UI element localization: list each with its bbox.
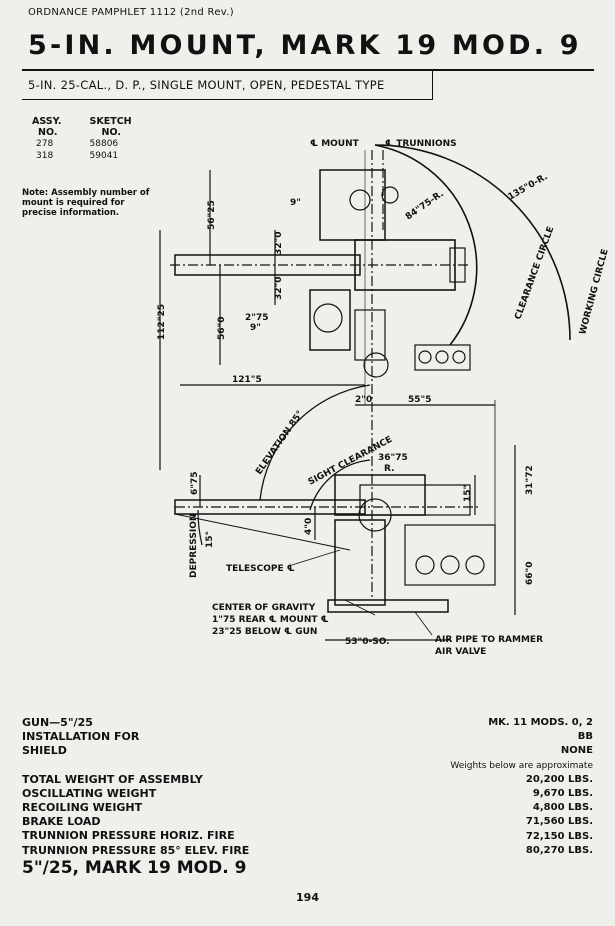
specs-labels: GUN—5"/25 INSTALLATION FOR SHIELD TOTAL …	[22, 716, 249, 858]
cg-label-1: CENTER OF GRAVITY	[212, 603, 316, 613]
cg-label-2: 1"75 REAR ℄ MOUNT ℄	[212, 615, 329, 625]
trunnion-lower	[358, 498, 392, 532]
assembly-note: Note: Assembly number of mount is requir…	[22, 188, 150, 218]
r-8475-label: 84"75-R.	[404, 189, 446, 222]
shield-label: SHIELD	[22, 744, 67, 758]
lower-bracket	[309, 289, 351, 351]
elevation-arc	[259, 384, 371, 501]
shield-value: NONE	[560, 745, 593, 757]
clearance-circle-label: CLEARANCE CIRCLE	[513, 225, 556, 321]
table-row: 318 59041	[32, 150, 132, 162]
dim-675-label: 6"75	[190, 472, 200, 495]
weights-note: Weights below are approximate	[450, 760, 593, 771]
depression-label: DEPRESSION	[189, 514, 199, 578]
mount-designation: 5"/25, MARK 19 MOD. 9	[22, 858, 247, 878]
dim-555-label: 55"5	[408, 395, 431, 405]
gun-value: MK. 11 MODS. 0, 2	[488, 717, 593, 728]
page-number: 194	[296, 891, 319, 904]
recoiling-weight-value: 4,800 LBS.	[532, 802, 593, 814]
handwheel-lower	[313, 303, 343, 333]
handwheel-upper	[349, 189, 371, 211]
dim-9b-label: 9"	[250, 323, 261, 333]
dim-660-label: 66"0	[525, 562, 535, 585]
title-rule	[22, 69, 594, 71]
subtitle-box	[22, 71, 433, 100]
page-subtitle: 5-IN. 25-CAL., D. P., SINGLE MOUNT, OPEN…	[28, 78, 385, 92]
breech-block	[449, 247, 466, 283]
ammo-rack-lower	[404, 524, 496, 586]
page-title: 5-IN. MOUNT, MARK 19 MOD. 9	[28, 30, 582, 61]
dim-5625-label: 56"25	[207, 200, 217, 230]
r-1350-label: 135"0-R.	[507, 172, 550, 203]
trunnions-cl-label: ℄ TRUNNIONS	[385, 139, 457, 149]
dim-9a-label: 9"	[290, 198, 301, 208]
elevation-label: ELEVATION 85°	[254, 409, 305, 477]
base-ring	[327, 599, 449, 613]
handwheel-trunnion	[381, 186, 399, 204]
trunnion-85-label: TRUNNION PRESSURE 85° ELEV. FIRE	[22, 843, 250, 857]
gun-label: GUN—5"/25	[22, 716, 93, 729]
cg-label-3: 23"25 BELOW ℄ GUN	[212, 627, 317, 637]
oscillating-weight-label: OSCILLATING WEIGHT	[22, 786, 157, 800]
dim-275-label: 2"75	[245, 313, 268, 323]
brake-load-value: 71,560 LBS.	[525, 816, 593, 828]
dim-530-label: 53"0-SO.	[345, 637, 390, 647]
air-valve-label: AIR VALVE	[435, 647, 486, 657]
ammo-rack-upper	[414, 344, 471, 371]
sight-clearance-arc	[309, 459, 371, 511]
clearance-circle-arc	[374, 144, 478, 346]
total-weight-value: 20,200 LBS.	[525, 773, 593, 785]
telescope-label: TELESCOPE ℄	[226, 564, 295, 574]
oscillating-weight-value: 9,670 LBS.	[532, 788, 593, 800]
mount-cl-label: ℄ MOUNT	[310, 139, 360, 149]
working-circle-label: WORKING CIRCLE	[578, 248, 610, 336]
loading-tray	[359, 484, 471, 516]
sketch-cell: 59041	[89, 151, 119, 161]
dim-20-label: 2"0	[355, 395, 372, 405]
brake-load-label: BRAKE LOAD	[22, 815, 101, 829]
dim-560-label: 56"0	[217, 317, 227, 340]
specs-values: MK. 11 MODS. 0, 2 BB NONE Weights below …	[450, 716, 593, 858]
dim-15a-label: 15"	[463, 485, 473, 502]
assy-cell: 318	[36, 151, 54, 161]
working-circle-arc	[374, 144, 571, 341]
trunnion-horiz-value: 72,150 LBS.	[525, 830, 593, 842]
recoiling-weight-label: RECOILING WEIGHT	[22, 801, 143, 815]
dim-320a-label: 32"0	[274, 232, 284, 255]
upper-carriage	[319, 169, 386, 241]
dim-15b-label: 15°	[205, 531, 215, 548]
pedestal	[334, 519, 386, 606]
pedestal-wheel	[363, 352, 389, 378]
depression-arc	[197, 509, 203, 546]
trunnion-85-value: 80,270 LBS.	[525, 844, 593, 856]
sketch-cell: 58806	[89, 139, 119, 149]
air-pipe-label: AIR PIPE TO RAMMER	[435, 635, 543, 645]
assy-header: ASSY.NO.	[32, 116, 62, 138]
r-3675-label: 36"75	[378, 453, 408, 463]
dim-40-label: 4"0	[304, 518, 314, 535]
installation-label: INSTALLATION FOR	[22, 730, 140, 744]
installation-value: BB	[577, 731, 593, 743]
dim-320b-label: 32"0	[274, 277, 284, 300]
r-letter-label: R.	[384, 464, 395, 474]
dim-11225-label: 112"25	[157, 304, 167, 340]
gun-barrel-top	[174, 254, 361, 276]
dim-1215-label: 121"5	[232, 375, 262, 385]
slide-housing	[354, 239, 456, 291]
pamphlet-header: ORDNANCE PAMPHLET 1112 (2nd Rev.)	[28, 7, 234, 18]
total-weight-label: TOTAL WEIGHT OF ASSEMBLY	[22, 772, 203, 786]
depression-line	[174, 513, 351, 551]
slide-lower	[334, 474, 426, 516]
assy-cell: 278	[36, 139, 54, 149]
mount-drawing: ℄ MOUNT ℄ TRUNNIONS 84"75-R. 135"0-R. CL…	[157, 139, 610, 657]
trunnion-horiz-label: TRUNNION PRESSURE HORIZ. FIRE	[22, 829, 235, 843]
table-row: 278 58806	[32, 138, 132, 150]
gear-box	[354, 309, 386, 361]
dim-3172-label: 31"72	[525, 465, 535, 495]
